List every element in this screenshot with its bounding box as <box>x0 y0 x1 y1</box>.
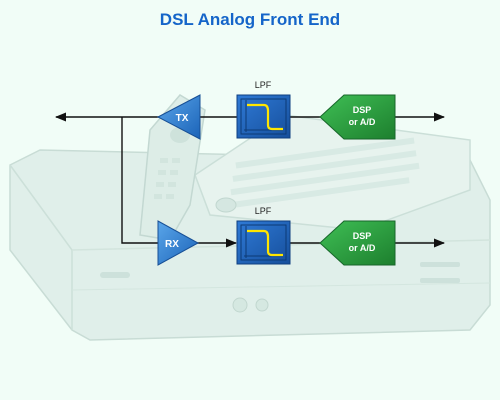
bottom-dsp-label-line1: DSP <box>353 231 372 241</box>
bottom-dsp-converter: DSP or A/D <box>319 220 396 266</box>
rx-amplifier: RX <box>157 220 200 266</box>
top-lpf-response-curve <box>247 103 283 131</box>
tx-amplifier-label: TX <box>176 113 189 124</box>
top-lpf-label: LPF <box>255 80 272 90</box>
top-low-pass-filter: LPF <box>236 80 291 139</box>
bottom-lpf-response-curve <box>247 229 283 257</box>
hybrid-junction-wire <box>121 117 160 244</box>
bottom-lpf-label: LPF <box>255 206 272 216</box>
diagram-title: DSL Analog Front End <box>159 10 341 29</box>
bottom-dsp-label-line2: or A/D <box>349 243 376 253</box>
signal-wiring <box>54 112 446 248</box>
bottom-low-pass-filter: LPF <box>236 206 291 265</box>
top-dsp-label-line2: or A/D <box>349 117 376 127</box>
top-dsp-converter: DSP or A/D <box>319 94 396 140</box>
tx-amplifier: TX <box>156 94 201 140</box>
rx-amplifier-label: RX <box>165 239 179 250</box>
top-dsp-label-line1: DSP <box>353 105 372 115</box>
